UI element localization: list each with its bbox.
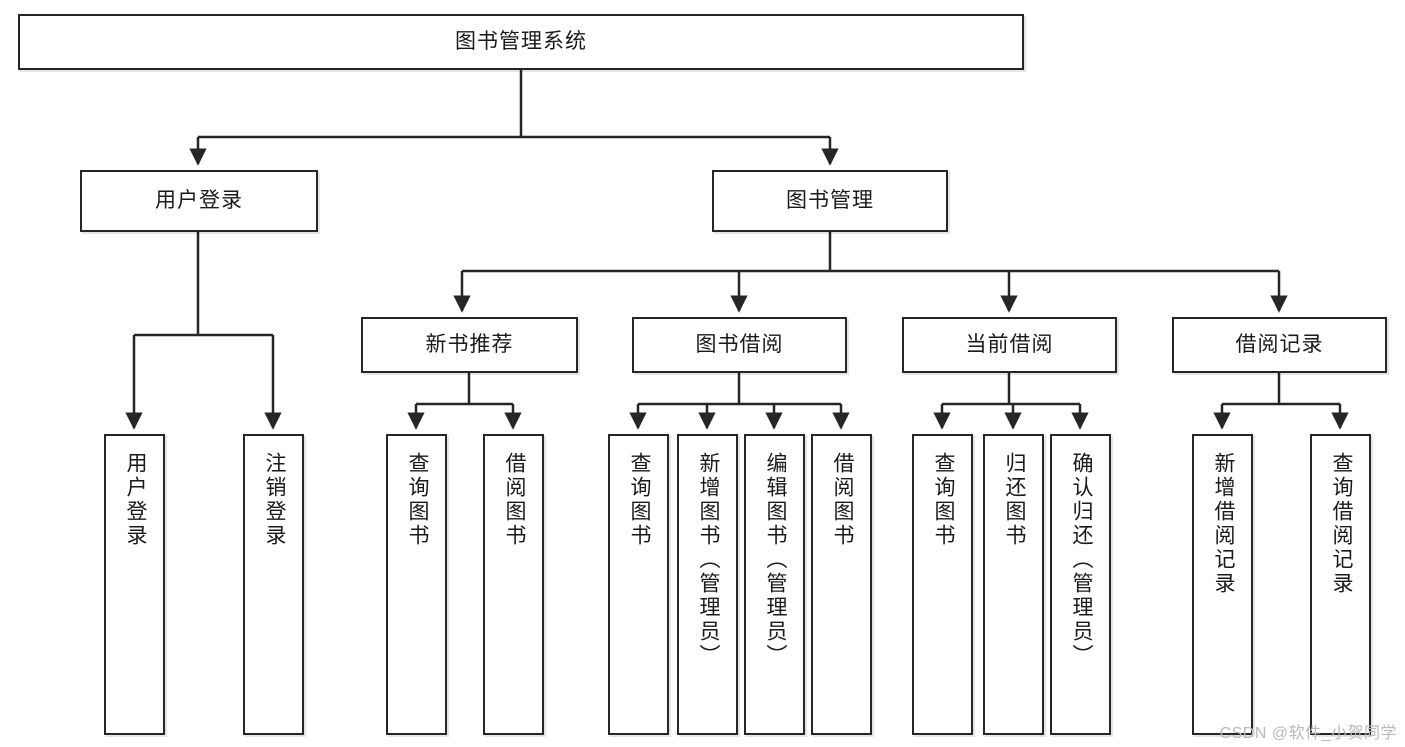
node-leaf-query-book-3[interactable]: 查询图书 [912, 434, 973, 735]
node-leaf-borrow-book-1-label: 借阅图书 [502, 452, 526, 548]
node-leaf-return-book-label: 归还图书 [1002, 452, 1026, 548]
node-leaf-confirm-return[interactable]: 确认归还（管理员） [1050, 434, 1111, 735]
node-leaf-logout[interactable]: 注销登录 [243, 434, 304, 735]
node-book-manage[interactable]: 图书管理 [712, 170, 948, 232]
node-leaf-edit-book[interactable]: 编辑图书（管理员） [744, 434, 805, 735]
node-book-borrow-label: 图书借阅 [695, 333, 784, 357]
node-leaf-query-book-2-label: 查询图书 [627, 452, 651, 548]
node-book-borrow[interactable]: 图书借阅 [632, 317, 847, 373]
node-leaf-query-book-1-label: 查询图书 [405, 452, 429, 548]
node-leaf-query-book-1[interactable]: 查询图书 [386, 434, 447, 735]
node-leaf-query-book-2[interactable]: 查询图书 [608, 434, 669, 735]
node-leaf-add-book-label: 新增图书（管理员） [696, 452, 720, 668]
node-book-manage-label: 图书管理 [786, 189, 874, 213]
node-current-borrow[interactable]: 当前借阅 [902, 317, 1117, 373]
node-leaf-query-record[interactable]: 查询借阅记录 [1310, 434, 1371, 735]
node-leaf-confirm-return-label: 确认归还（管理员） [1069, 452, 1093, 668]
node-leaf-borrow-book-2-label: 借阅图书 [830, 452, 854, 548]
node-leaf-borrow-book-1[interactable]: 借阅图书 [483, 434, 544, 735]
node-new-book-recommend-label: 新书推荐 [425, 333, 514, 357]
node-leaf-user-login-label: 用户登录 [123, 452, 147, 548]
node-leaf-add-record[interactable]: 新增借阅记录 [1192, 434, 1253, 735]
node-leaf-return-book[interactable]: 归还图书 [983, 434, 1044, 735]
node-leaf-user-login[interactable]: 用户登录 [104, 434, 165, 735]
node-new-book-recommend[interactable]: 新书推荐 [361, 317, 578, 373]
node-borrow-record[interactable]: 借阅记录 [1172, 317, 1387, 373]
node-user-login[interactable]: 用户登录 [80, 170, 318, 232]
node-borrow-record-label: 借阅记录 [1235, 333, 1324, 357]
node-current-borrow-label: 当前借阅 [965, 333, 1054, 357]
node-user-login-label: 用户登录 [155, 189, 243, 213]
node-root-label: 图书管理系统 [455, 30, 587, 54]
node-leaf-logout-label: 注销登录 [262, 452, 286, 548]
node-leaf-query-record-label: 查询借阅记录 [1329, 452, 1353, 596]
node-leaf-add-book[interactable]: 新增图书（管理员） [677, 434, 738, 735]
csdn-watermark: CSDN @软件_小贺同学 [1219, 725, 1397, 742]
node-leaf-add-record-label: 新增借阅记录 [1211, 452, 1235, 596]
node-leaf-edit-book-label: 编辑图书（管理员） [763, 452, 787, 668]
node-root[interactable]: 图书管理系统 [18, 14, 1024, 70]
node-leaf-borrow-book-2[interactable]: 借阅图书 [811, 434, 872, 735]
node-leaf-query-book-3-label: 查询图书 [931, 452, 955, 548]
